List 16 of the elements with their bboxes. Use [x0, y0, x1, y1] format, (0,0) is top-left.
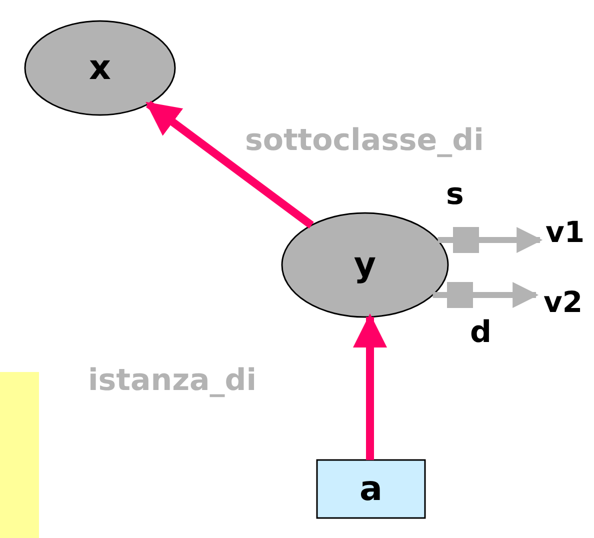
arrow [146, 100, 314, 228]
class-ellipse [281, 212, 449, 318]
node-label: y [354, 248, 376, 282]
node-label: x [89, 51, 111, 85]
value-text: v2 [543, 288, 583, 316]
edge-label: istanza_di [88, 366, 257, 396]
arrow [438, 227, 542, 253]
arrow [353, 314, 387, 460]
arrow [432, 282, 538, 308]
instance-box [316, 459, 426, 519]
value-text: v1 [545, 218, 585, 246]
node-label: a [360, 472, 382, 506]
edge-label: d [470, 318, 492, 348]
class-ellipse [24, 20, 176, 116]
edge-label: sottoclasse_di [245, 126, 484, 156]
edge-label: s [446, 180, 464, 210]
